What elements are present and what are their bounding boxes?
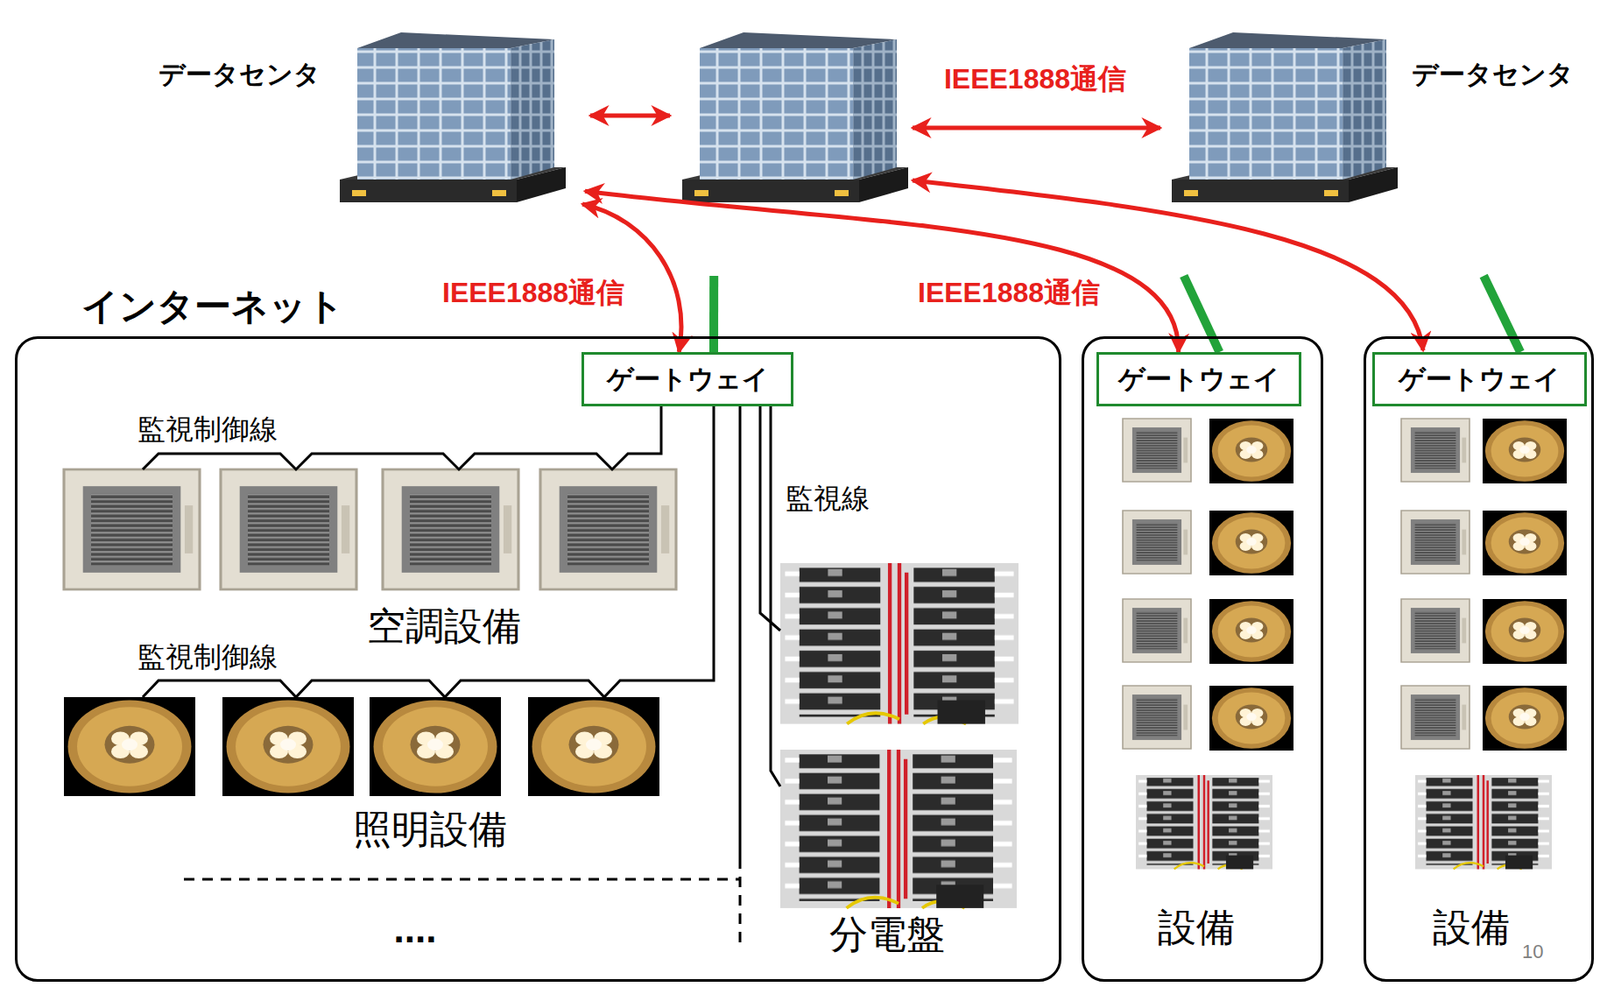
cloud-lobe bbox=[1094, 203, 1533, 270]
cloud-lobe bbox=[569, 144, 1183, 250]
air-conditioner bbox=[1122, 599, 1192, 663]
data-center: データセンタ bbox=[1162, 20, 1400, 205]
light-fixture bbox=[1482, 685, 1567, 751]
light-fixture bbox=[63, 697, 196, 797]
gateway-label: ゲートウェイ bbox=[606, 364, 769, 395]
light-fixture bbox=[528, 697, 660, 797]
protocol-label: IEEE1888通信 bbox=[944, 63, 1127, 96]
monitor-wire bbox=[770, 406, 781, 787]
cloud-lobe bbox=[70, 210, 456, 272]
air-conditioner bbox=[1122, 418, 1192, 482]
gateway-label: ゲートウェイ bbox=[1118, 364, 1281, 395]
wire-label: 監視制御線 bbox=[137, 413, 278, 446]
data-center-building bbox=[1171, 32, 1398, 203]
equipment-label: 空調設備 bbox=[366, 604, 522, 649]
wire-label: 監視制御線 bbox=[137, 641, 278, 674]
cloud-lobe bbox=[569, 144, 1183, 250]
air-conditioner bbox=[1122, 510, 1192, 574]
cloud-lobe bbox=[262, 140, 789, 237]
gateway-box: ゲートウェイ bbox=[1096, 352, 1302, 407]
data-center: データセンタ bbox=[326, 20, 586, 205]
network-link bbox=[1483, 275, 1521, 353]
internet-cloud: インターネット bbox=[50, 140, 1597, 276]
data-center-building bbox=[339, 32, 566, 203]
edge-label: IEEE1888通信 bbox=[442, 276, 625, 310]
light-fixture bbox=[222, 697, 354, 797]
light-fixture bbox=[1209, 510, 1294, 576]
site-frame: 設備 ゲートウェイ bbox=[1363, 336, 1594, 982]
cloud-shape bbox=[50, 140, 1597, 276]
site-frame: 設備 ゲートウェイ bbox=[1081, 336, 1324, 982]
cloud-lobe bbox=[262, 140, 789, 237]
equipment-label: 照明設備 bbox=[352, 807, 508, 853]
air-conditioner bbox=[220, 469, 357, 590]
dashed-wire bbox=[183, 858, 741, 949]
air-conditioner bbox=[1401, 418, 1470, 482]
network-link bbox=[1184, 275, 1220, 353]
gateway-box: ゲートウェイ bbox=[581, 352, 794, 407]
data-center-label: データセンタ bbox=[1411, 59, 1574, 91]
cloud-lobe bbox=[945, 140, 1507, 237]
light-fixture bbox=[1482, 418, 1567, 484]
cloud-lobe bbox=[1094, 203, 1533, 270]
distribution-panel bbox=[1135, 775, 1273, 869]
cloud-lobe bbox=[1296, 175, 1594, 254]
light-fixture bbox=[1209, 418, 1294, 484]
data-center-label: データセンタ bbox=[158, 59, 321, 91]
air-conditioner bbox=[540, 469, 677, 590]
equipment-label: 設備 bbox=[1157, 905, 1235, 951]
air-conditioner bbox=[382, 469, 519, 590]
equipment-label: .... bbox=[394, 907, 438, 952]
wire-label: 監視線 bbox=[785, 482, 870, 515]
network-link bbox=[709, 275, 719, 353]
air-conditioner bbox=[1401, 685, 1470, 749]
air-conditioner bbox=[63, 469, 200, 590]
ieee1888-arrow bbox=[585, 190, 1179, 353]
light-fixture bbox=[1482, 599, 1567, 664]
control-wire bbox=[739, 406, 742, 859]
gateway-label: ゲートウェイ bbox=[1398, 364, 1561, 395]
gateway-box: ゲートウェイ bbox=[1372, 352, 1587, 407]
cloud-lobe bbox=[70, 210, 456, 272]
distribution-panel bbox=[1415, 775, 1552, 869]
page-number: 10 bbox=[1522, 940, 1544, 963]
distribution-panel bbox=[780, 749, 1017, 909]
ieee1888-arrow bbox=[590, 113, 670, 119]
light-fixture bbox=[1482, 510, 1567, 576]
air-conditioner bbox=[1401, 599, 1470, 663]
air-conditioner bbox=[1122, 685, 1192, 749]
control-wires bbox=[142, 406, 781, 949]
ieee1888-arrow bbox=[912, 126, 1161, 131]
air-conditioner bbox=[1401, 510, 1470, 574]
ieee1888-arrow bbox=[912, 180, 1424, 351]
cloud-lobe bbox=[131, 197, 1445, 276]
distribution-panel bbox=[780, 563, 1019, 725]
cloud-lobe bbox=[1296, 175, 1594, 254]
light-fixture bbox=[369, 697, 501, 797]
light-fixture bbox=[1209, 685, 1294, 751]
equipment-label: 分電盤 bbox=[829, 912, 945, 958]
equipment-label: 設備 bbox=[1432, 905, 1510, 951]
light-fixture bbox=[1209, 599, 1294, 664]
cloud-lobe bbox=[131, 197, 1445, 276]
cloud-lobe bbox=[945, 140, 1507, 237]
cloud-lobe bbox=[43, 175, 395, 254]
edge-label: IEEE1888通信 bbox=[917, 276, 1100, 310]
cloud-lobe bbox=[43, 175, 395, 254]
data-center-building bbox=[682, 32, 909, 203]
cloud-label: インターネット bbox=[81, 285, 345, 328]
